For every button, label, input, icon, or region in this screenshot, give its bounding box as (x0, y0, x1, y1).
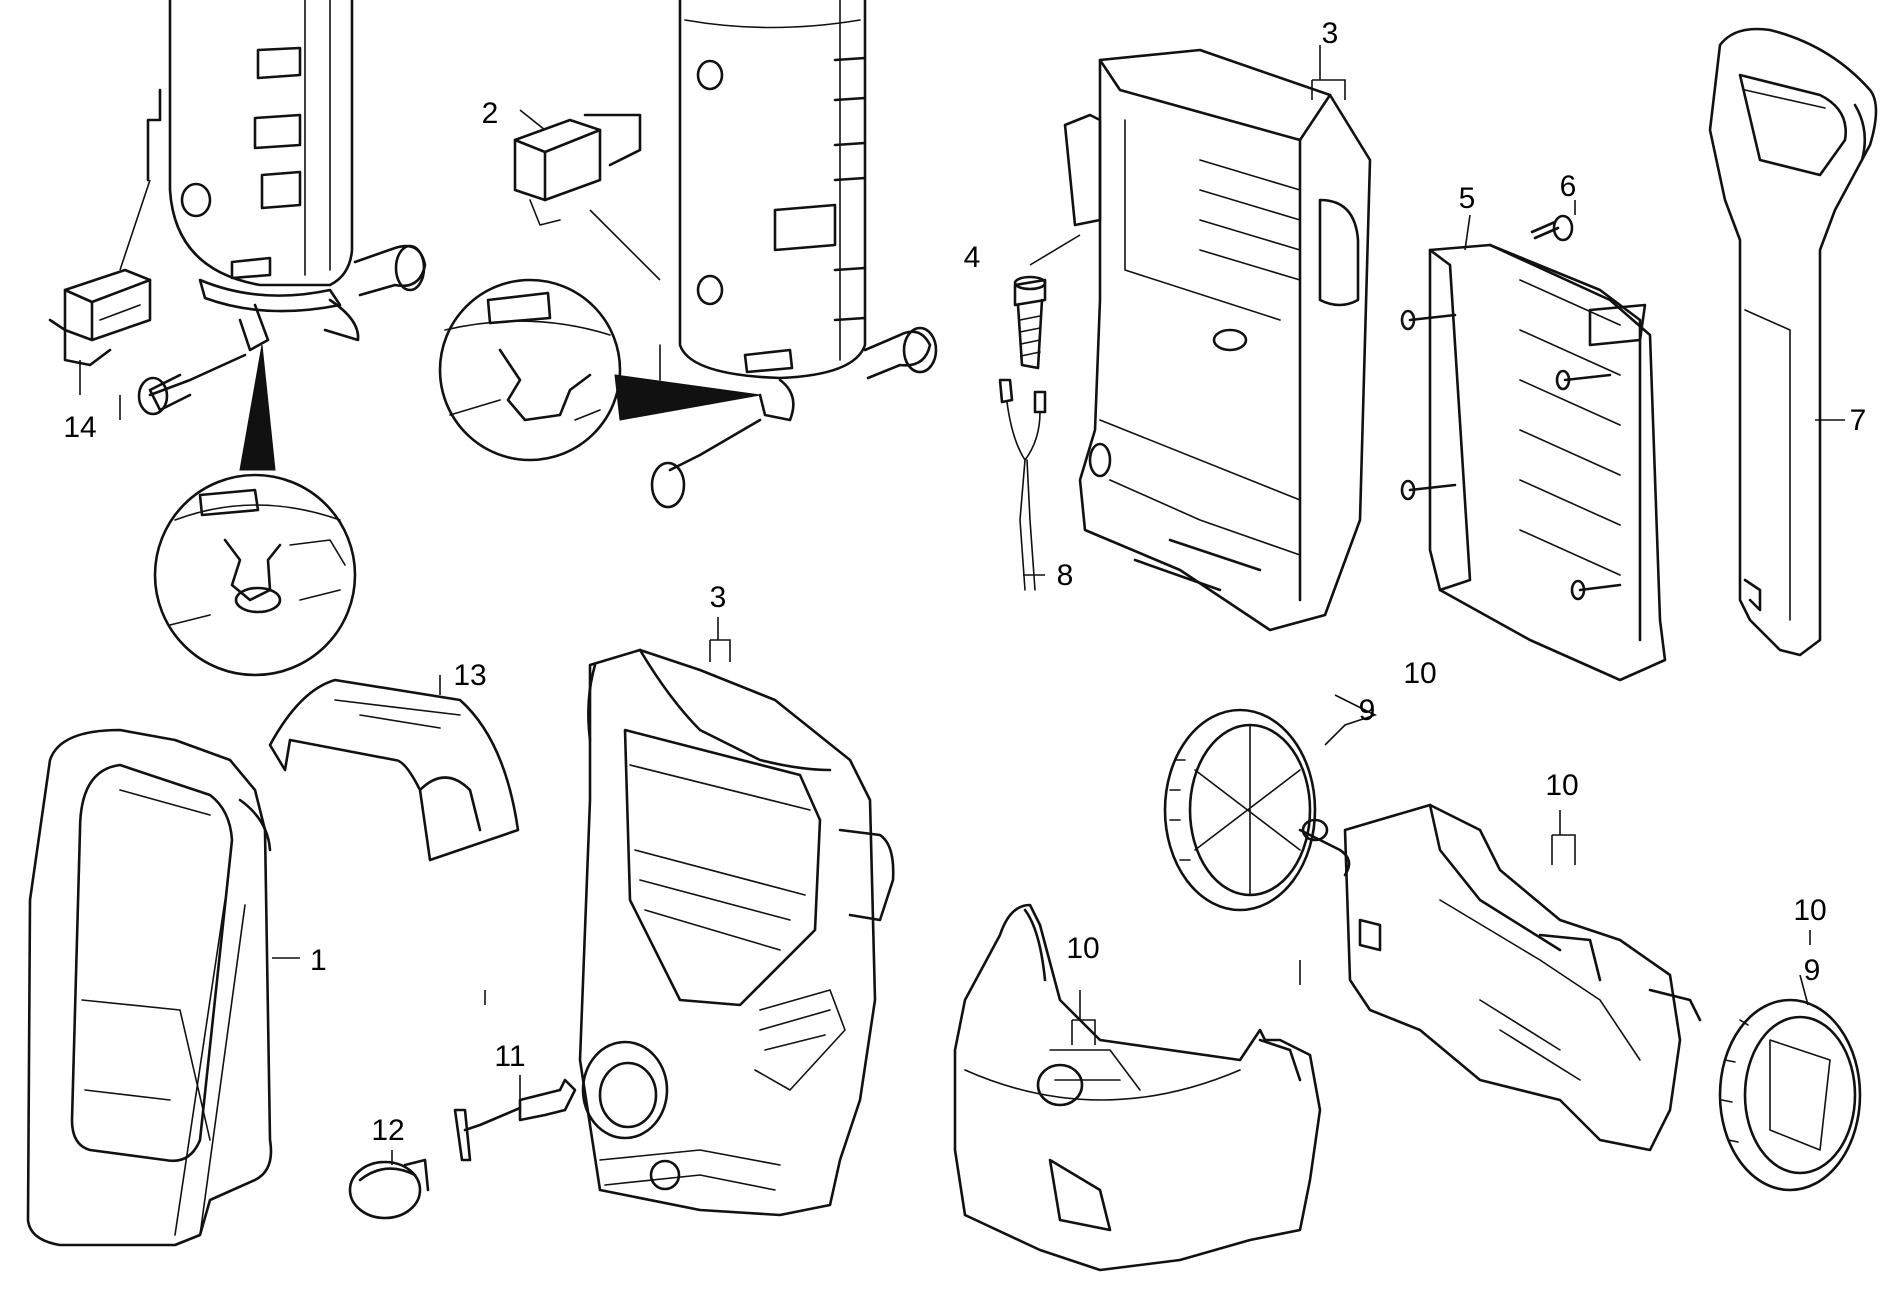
base-frame-part-10 (953, 903, 1322, 1272)
label-part-7: 7 (1850, 404, 1867, 437)
screw-part-6 (1530, 214, 1574, 242)
main-housing-part-3 (578, 648, 895, 1217)
back-plate-part-5 (1400, 243, 1667, 682)
handle-part-7 (1708, 27, 1878, 657)
carry-handle-part-13 (268, 678, 520, 862)
power-cable-part-8 (998, 378, 1047, 591)
pump-assembly-middle (438, 0, 938, 509)
label-part-3-top: 3 (1322, 17, 1339, 50)
label-part-8: 8 (1057, 559, 1074, 592)
label-part-4: 4 (964, 241, 981, 274)
pump-assembly-left (48, 0, 427, 677)
label-part-12: 12 (371, 1114, 404, 1147)
label-part-14: 14 (63, 411, 96, 444)
label-part-1: 1 (310, 944, 327, 977)
front-panel-part-1 (26, 728, 273, 1247)
label-part-9-lower: 9 (1804, 954, 1821, 987)
label-part-6: 6 (1560, 170, 1577, 203)
knob-part-12 (348, 1150, 430, 1220)
part-number-labels: 1 2 3 3 4 5 6 7 8 9 9 10 10 10 10 11 12 … (63, 17, 1866, 1147)
label-part-10-chassis: 10 (1545, 769, 1578, 802)
wheel-upper-part-9 (1163, 708, 1351, 912)
label-part-2: 2 (482, 97, 499, 130)
label-part-11: 11 (494, 1040, 525, 1073)
label-part-10-wheel: 10 (1403, 657, 1436, 690)
label-part-9-upper: 9 (1359, 694, 1376, 727)
label-part-10-base: 10 (1066, 932, 1099, 965)
label-part-10-rear-wheel: 10 (1793, 894, 1826, 927)
leader-brackets (119, 45, 1845, 1045)
label-part-5: 5 (1459, 182, 1476, 215)
housing-inner-part-3 (1063, 48, 1372, 632)
chassis-part-10 (1343, 803, 1702, 1152)
wheel-lower-part-9 (1718, 998, 1862, 1192)
label-part-3-middle: 3 (710, 581, 727, 614)
trigger-part-11 (453, 1075, 577, 1162)
label-part-13: 13 (453, 659, 486, 692)
hose-fitting-part-4 (1013, 234, 1081, 370)
